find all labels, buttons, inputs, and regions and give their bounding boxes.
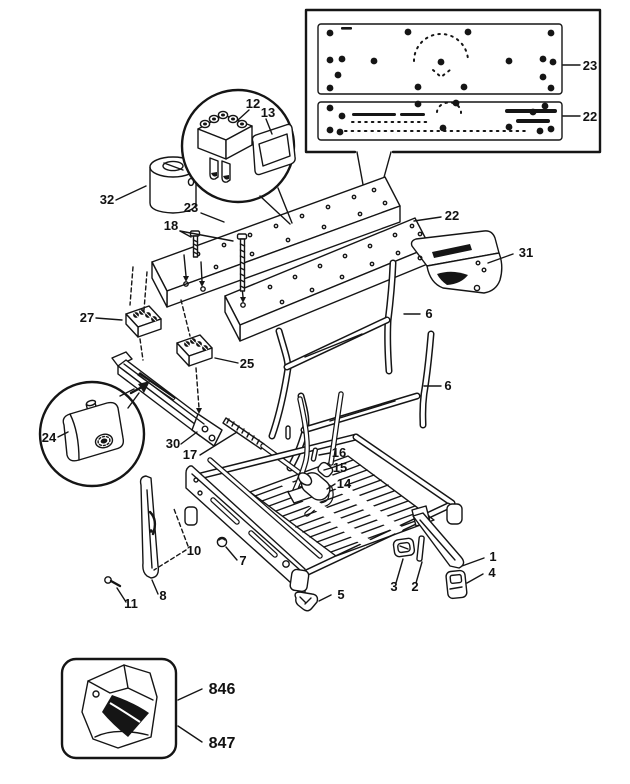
part-label-6-upper: 6: [425, 306, 432, 321]
base-foot: [289, 568, 310, 593]
leg-pin: [416, 535, 425, 562]
nut-block-left: [125, 305, 162, 338]
part-label-11: 11: [124, 596, 138, 611]
part-label-847: 847: [209, 735, 236, 752]
part-label-7: 7: [239, 553, 246, 568]
part-label-27: 27: [80, 310, 94, 325]
swivel-nut: [62, 399, 125, 462]
parts-bag: [81, 664, 158, 749]
worktop-board-front: [151, 176, 401, 308]
part-label-32: 32: [100, 192, 114, 207]
pivot-pin: [285, 425, 291, 440]
protractor-arc-dots: [413, 33, 469, 62]
screw-head: [104, 576, 112, 584]
slide-rail: [111, 351, 223, 447]
foot-cap-right: [445, 569, 468, 600]
base-side-panel: [185, 465, 306, 595]
step-block: [410, 230, 503, 294]
part-labels: 23 22 12 13 32 23 18 22 31 6 6 27 25 24 …: [42, 58, 597, 752]
pointer-arrowhead: [138, 381, 150, 393]
base-foot: [446, 503, 463, 525]
detail-pointer-tail: [259, 195, 291, 225]
nut-block-right: [176, 334, 213, 367]
part-label-24: 24: [42, 430, 57, 445]
peg-block: [197, 110, 253, 183]
worktop-plan-bottom: [317, 99, 563, 141]
part-label-23: 23: [184, 200, 198, 215]
worktop-bolts: [183, 230, 248, 303]
part-label-2: 2: [411, 579, 418, 594]
part-label-18: 18: [164, 218, 178, 233]
part-label-13: 13: [261, 105, 275, 120]
roller: [297, 472, 331, 501]
part-label-6-lower: 6: [444, 378, 451, 393]
part-label-inset-23: 23: [583, 58, 597, 73]
part-label-15: 15: [333, 460, 347, 475]
worktop-plan-top: [317, 23, 563, 95]
right-leg-group: [392, 505, 468, 600]
detail-pointer-tail: [119, 388, 135, 397]
part-label-25: 25: [240, 356, 254, 371]
worktop-board-rear: [224, 217, 431, 342]
part-label-22: 22: [445, 208, 459, 223]
foot-cap-front: [294, 591, 319, 612]
part-label-12: 12: [246, 96, 260, 111]
detail-circle-nut: [38, 380, 150, 488]
part-label-3: 3: [390, 579, 397, 594]
part-label-4: 4: [488, 565, 496, 580]
part-label-inset-22: 22: [583, 109, 597, 124]
part-label-31: 31: [519, 245, 533, 260]
base-foot: [184, 506, 198, 526]
left-strut-group: [104, 475, 228, 588]
brand-mark: [352, 113, 396, 116]
part-label-16: 16: [332, 445, 346, 460]
part-label-14: 14: [337, 476, 352, 491]
part-label-5: 5: [337, 587, 344, 602]
parts-bag-box: [60, 657, 178, 760]
alignment-dashed-lines: [129, 266, 200, 409]
foot-cap-left: [392, 537, 416, 558]
part-label-846: 846: [209, 681, 236, 698]
part-label-10: 10: [187, 543, 201, 558]
base-assembly: [184, 391, 463, 595]
pivot-pin: [310, 447, 319, 462]
part-label-30: 30: [166, 436, 180, 451]
part-label-1: 1: [489, 549, 496, 564]
part-label-17: 17: [183, 447, 197, 462]
h-frame-upper: [268, 259, 397, 440]
clamp-plate: [251, 123, 296, 176]
brand-mark: [505, 109, 557, 113]
inset-panel: [304, 8, 602, 218]
leader-lines: [57, 64, 581, 743]
detail-circle-pegs: [180, 88, 296, 225]
part-label-8: 8: [159, 588, 166, 603]
assembly-arrow: [183, 254, 187, 277]
